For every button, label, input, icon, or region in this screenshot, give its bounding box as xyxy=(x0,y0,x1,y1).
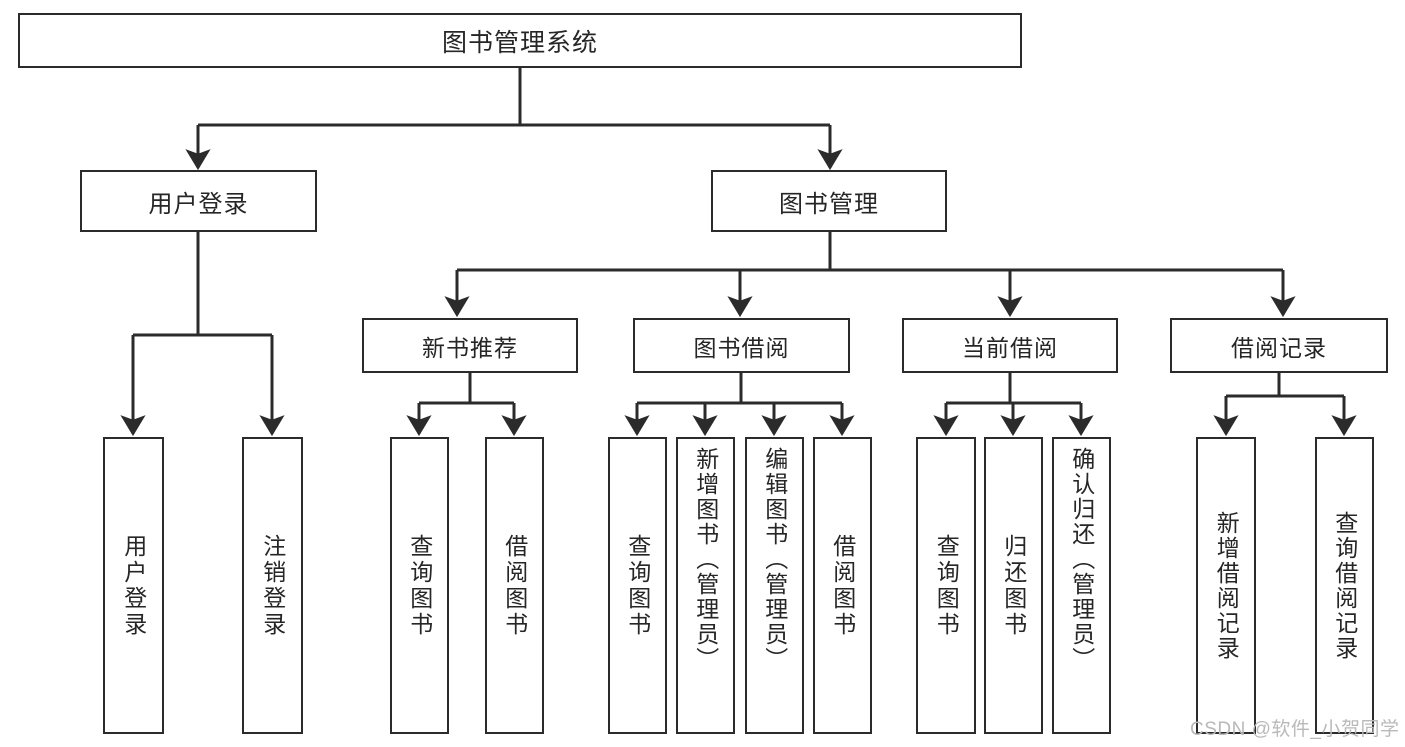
leaf-current-query-book-label: 查询图书 xyxy=(933,533,960,638)
leaf-add-book-admin[interactable]: 新增图书（管理员） xyxy=(676,437,735,734)
node-borrow-record[interactable]: 借阅记录 xyxy=(1170,318,1388,373)
node-root-label: 图书管理系统 xyxy=(441,28,598,57)
node-current-borrow[interactable]: 当前借阅 xyxy=(902,318,1118,373)
leaf-borrow-query-book[interactable]: 查询图书 xyxy=(608,437,667,734)
leaf-query-borrow-record-label: 查询借阅记录 xyxy=(1331,510,1358,661)
leaf-add-borrow-record-label: 新增借阅记录 xyxy=(1213,510,1240,661)
node-current-borrow-label: 当前借阅 xyxy=(962,334,1058,361)
leaf-query-borrow-record[interactable]: 查询借阅记录 xyxy=(1315,437,1374,734)
node-new-book-recommend-label: 新书推荐 xyxy=(422,334,518,361)
leaf-recommend-query-book[interactable]: 查询图书 xyxy=(390,437,449,734)
leaf-user-login[interactable]: 用户登录 xyxy=(103,437,164,734)
node-user-login[interactable]: 用户登录 xyxy=(80,170,317,232)
leaf-confirm-return-admin-label: 确认归还（管理员） xyxy=(1068,447,1095,672)
csdn-watermark: CSDN @软件_小贺同学 xyxy=(1190,719,1400,740)
leaf-return-book-label: 归还图书 xyxy=(1000,533,1027,638)
leaf-edit-book-admin[interactable]: 编辑图书（管理员） xyxy=(745,437,804,734)
node-new-book-recommend[interactable]: 新书推荐 xyxy=(362,318,578,373)
leaf-current-query-book[interactable]: 查询图书 xyxy=(916,437,976,734)
leaf-logout[interactable]: 注销登录 xyxy=(242,437,303,734)
leaf-logout-label: 注销登录 xyxy=(259,533,286,638)
node-user-login-label: 用户登录 xyxy=(148,190,249,218)
leaf-return-book[interactable]: 归还图书 xyxy=(984,437,1043,734)
leaf-borrow-book[interactable]: 借阅图书 xyxy=(813,437,872,734)
leaf-user-login-label: 用户登录 xyxy=(120,533,147,638)
leaf-add-borrow-record[interactable]: 新增借阅记录 xyxy=(1196,437,1256,734)
node-borrow-record-label: 借阅记录 xyxy=(1231,334,1327,361)
leaf-recommend-query-book-label: 查询图书 xyxy=(406,533,433,638)
leaf-recommend-borrow-book-label: 借阅图书 xyxy=(501,533,528,638)
node-book-borrow[interactable]: 图书借阅 xyxy=(633,318,850,373)
node-root[interactable]: 图书管理系统 xyxy=(18,13,1022,68)
leaf-borrow-query-book-label: 查询图书 xyxy=(624,533,651,638)
leaf-edit-book-admin-label: 编辑图书（管理员） xyxy=(761,447,788,672)
node-book-management-label: 图书管理 xyxy=(779,190,879,218)
leaf-borrow-book-label: 借阅图书 xyxy=(829,533,856,638)
node-book-management[interactable]: 图书管理 xyxy=(711,170,947,232)
node-book-borrow-label: 图书借阅 xyxy=(693,334,790,361)
leaf-add-book-admin-label: 新增图书（管理员） xyxy=(692,447,719,672)
leaf-confirm-return-admin[interactable]: 确认归还（管理员） xyxy=(1052,437,1111,734)
leaf-recommend-borrow-book[interactable]: 借阅图书 xyxy=(485,437,544,734)
